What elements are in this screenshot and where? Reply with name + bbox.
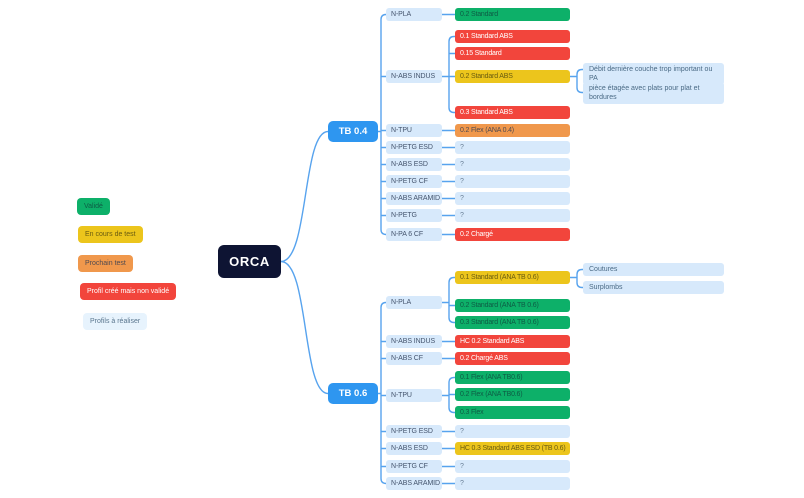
branch-node-tb-0-4[interactable]: TB 0.4 [328, 121, 378, 142]
material-node-n-pla[interactable]: N-PLA [386, 296, 442, 309]
material-node-n-tpu[interactable]: N-TPU [386, 389, 442, 402]
material-node-n-petg-esd[interactable]: N-PETG ESD [386, 425, 442, 438]
material-node-n-abs-esd[interactable]: N-ABS ESD [386, 158, 442, 171]
profile-node-hc-0-2-standard-abs[interactable]: HC 0.2 Standard ABS [455, 335, 570, 348]
profile-node-0-3-standard-abs[interactable]: 0.3 Standard ABS [455, 106, 570, 119]
material-node-n-petg-cf[interactable]: N-PETG CF [386, 175, 442, 188]
note-node-coutures[interactable]: Coutures [583, 263, 724, 277]
profile-node-0-2-flex-ana-0-4[interactable]: 0.2 Flex (ANA 0.4) [455, 124, 570, 137]
profile-node-0-15-standard[interactable]: 0.15 Standard [455, 47, 570, 60]
profile-node-0-1-standard-abs[interactable]: 0.1 Standard ABS [455, 30, 570, 43]
profile-node-0-2-charg[interactable]: 0.2 Chargé [455, 228, 570, 241]
material-node-n-abs-esd[interactable]: N-ABS ESD [386, 442, 442, 455]
material-node-n-abs-indus[interactable]: N-ABS INDUS [386, 335, 442, 348]
note-node-pi-ce-tag-e-avec-plats-p[interactable]: pièce étagée avec plats pour plat et bor… [583, 82, 724, 105]
branch-node-tb-0-6[interactable]: TB 0.6 [328, 383, 378, 404]
profile-node-0-3-standard-ana-tb-0-6[interactable]: 0.3 Standard (ANA TB 0.6) [455, 316, 570, 329]
note-node-d-bit-derni-re-couche-tr[interactable]: Débit dernière couche trop important ou … [583, 63, 724, 86]
profile-node-todo[interactable]: ? [455, 192, 570, 205]
profile-node-0-1-standard-ana-tb-0-6[interactable]: 0.1 Standard (ANA TB 0.6) [455, 271, 570, 284]
profile-node-todo[interactable]: ? [455, 175, 570, 188]
profile-node-0-1-flex-ana-tb0-6[interactable]: 0.1 Flex (ANA TB0.6) [455, 371, 570, 384]
material-node-n-petg-esd[interactable]: N-PETG ESD [386, 141, 442, 154]
material-node-n-abs-aramid[interactable]: N-ABS ARAMID [386, 477, 442, 490]
legend-item-profil-cr-mais-non-valid[interactable]: Profil créé mais non validé [80, 283, 177, 300]
material-node-n-abs-indus[interactable]: N-ABS INDUS [386, 70, 442, 83]
profile-node-todo[interactable]: ? [455, 158, 570, 171]
legend-item-profils-r-aliser[interactable]: Profils à réaliser [83, 313, 148, 330]
material-node-n-petg[interactable]: N-PETG [386, 209, 442, 222]
material-node-n-abs-cf[interactable]: N-ABS CF [386, 352, 442, 365]
material-node-n-tpu[interactable]: N-TPU [386, 124, 442, 137]
material-node-n-pla[interactable]: N-PLA [386, 8, 442, 21]
note-node-surplombs[interactable]: Surplombs [583, 281, 724, 295]
profile-node-0-2-standard[interactable]: 0.2 Standard [455, 8, 570, 21]
profile-node-0-2-charg-abs[interactable]: 0.2 Chargé ABS [455, 352, 570, 365]
material-node-n-abs-aramid[interactable]: N-ABS ARAMID [386, 192, 442, 205]
profile-node-todo[interactable]: ? [455, 209, 570, 222]
profile-node-0-2-standard-ana-tb-0-6[interactable]: 0.2 Standard (ANA TB 0.6) [455, 299, 570, 312]
legend-item-prochain-test[interactable]: Prochain test [78, 255, 133, 272]
profile-node-0-2-flex-ana-tb0-6[interactable]: 0.2 Flex (ANA TB0.6) [455, 388, 570, 401]
root-node-orca[interactable]: ORCA [218, 245, 281, 278]
profile-node-todo[interactable]: ? [455, 141, 570, 154]
profile-node-todo[interactable]: ? [455, 477, 570, 490]
profile-node-todo[interactable]: ? [455, 460, 570, 473]
legend-item-en-cours-de-test[interactable]: En cours de test [78, 226, 143, 243]
profile-node-0-3-flex[interactable]: 0.3 Flex [455, 406, 570, 419]
legend-item-valid[interactable]: Validé [77, 198, 110, 215]
profile-node-hc-0-3-standard-abs-esd-tb-0-6[interactable]: HC 0.3 Standard ABS ESD (TB 0.6) [455, 442, 570, 455]
material-node-n-petg-cf[interactable]: N-PETG CF [386, 460, 442, 473]
profile-node-0-2-standard-abs[interactable]: 0.2 Standard ABS [455, 70, 570, 83]
material-node-n-pa-6-cf[interactable]: N-PA 6 CF [386, 228, 442, 241]
profile-node-todo[interactable]: ? [455, 425, 570, 438]
